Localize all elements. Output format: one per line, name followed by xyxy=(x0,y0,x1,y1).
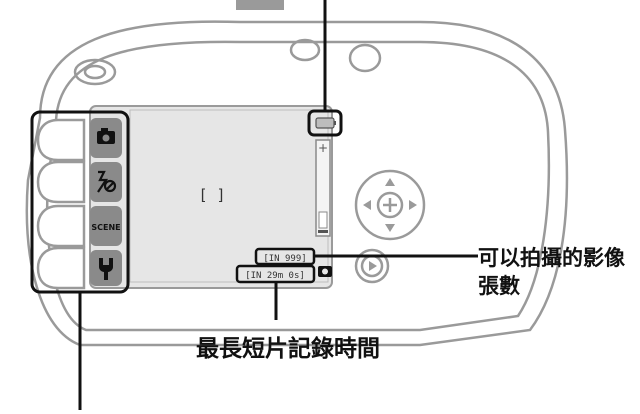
touch-tab-3 xyxy=(36,204,86,248)
wrench-icon xyxy=(99,258,113,280)
flash-off-icon xyxy=(97,170,117,193)
camera-body xyxy=(25,20,569,347)
top-dials xyxy=(73,0,382,86)
svg-text:+: + xyxy=(318,141,328,155)
screen-bezel xyxy=(129,109,329,283)
touch-tabs xyxy=(36,118,86,290)
zoom-indicator: + xyxy=(315,139,331,237)
scene-icon-label: SCENE xyxy=(91,223,120,232)
battery-icon xyxy=(315,117,336,129)
movie-time-readout: [IN 29m 0s] xyxy=(245,271,305,281)
callout-frames-remaining: 可以拍攝的影像張數 xyxy=(478,246,625,298)
icon-column: SCENE xyxy=(90,118,122,286)
touch-tab-1 xyxy=(36,118,86,162)
small-camera-icon xyxy=(318,266,332,277)
callout-movie-length: 最長短片記錄時間 xyxy=(196,336,380,362)
scene-icon: SCENE xyxy=(91,221,121,232)
leader-lines xyxy=(78,0,478,410)
focus-brackets: [ ] xyxy=(198,186,225,204)
camera-icon xyxy=(97,128,115,144)
multi-selector xyxy=(354,169,426,241)
touch-tab-4 xyxy=(36,246,86,290)
touch-tab-2 xyxy=(36,160,86,204)
frames-readout: [IN 999] xyxy=(263,254,306,264)
